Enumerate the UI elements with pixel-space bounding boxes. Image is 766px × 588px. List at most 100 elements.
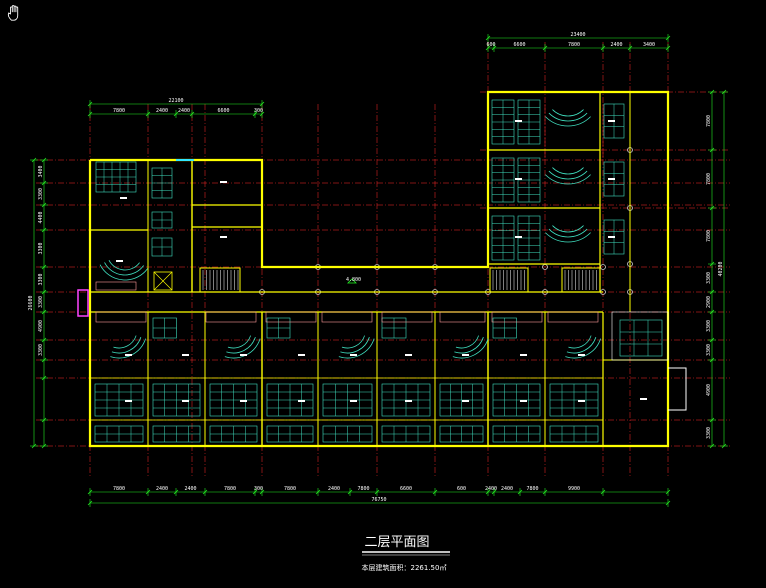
dimension-label: 3300 <box>38 242 44 254</box>
curved-seating <box>99 259 148 281</box>
floor-area-note: 本层建筑面积：2261.50㎡ <box>362 563 447 572</box>
curved-seating <box>545 167 591 185</box>
dimension-column: 40200 <box>718 89 728 449</box>
partition <box>321 311 373 323</box>
desk-group <box>491 99 515 145</box>
building-walls <box>88 90 687 448</box>
room-label <box>405 354 412 356</box>
desk-group <box>381 317 407 339</box>
dimension-label: 76750 <box>371 497 386 503</box>
desk-group <box>209 383 258 417</box>
desk-group <box>603 161 625 197</box>
desk-group <box>619 319 663 357</box>
room-label <box>116 260 123 262</box>
dimension-label: 7800 <box>706 230 712 242</box>
room-label <box>298 400 305 402</box>
corridor-level-label: 4.800 <box>346 277 361 283</box>
desk-group <box>439 383 484 417</box>
room-label <box>350 354 357 356</box>
desk-group <box>151 211 173 229</box>
dimension-label: 3300 <box>706 427 712 439</box>
desk-group <box>209 425 258 443</box>
desk-group <box>266 383 314 417</box>
axis-grid <box>36 42 730 478</box>
desk-group <box>322 425 373 443</box>
room-label <box>240 400 247 402</box>
dimension-label: 7800 <box>706 115 712 127</box>
room-label <box>578 400 585 402</box>
dimension-label: 3300 <box>38 344 44 356</box>
dimension-label: 7800 <box>113 486 125 492</box>
dimension-label: 2900 <box>706 296 712 308</box>
desk-group <box>549 425 599 443</box>
curved-seating <box>452 335 489 359</box>
room-label <box>120 197 127 199</box>
desk-group <box>439 425 484 443</box>
desk-group <box>492 425 541 443</box>
partition <box>491 311 543 323</box>
dimension-label: 2400 <box>610 42 622 48</box>
dimension-column: 26600 <box>28 157 38 449</box>
dimension-label: 3300 <box>706 344 712 356</box>
elevator-shaft <box>153 271 173 291</box>
desk-group <box>152 425 201 443</box>
dimension-label: 3300 <box>38 273 44 285</box>
desk-group <box>322 383 373 417</box>
dimension-label: 4900 <box>38 320 44 332</box>
dimension-label: 300 <box>254 108 263 114</box>
room-label <box>515 236 522 238</box>
dimension-label: 3400 <box>643 42 655 48</box>
desk-group <box>95 161 137 193</box>
desk-group <box>492 317 517 339</box>
dimension-row: 23400 <box>485 32 671 42</box>
dimension-label: 7800 <box>568 42 580 48</box>
partition <box>205 311 257 323</box>
dimension-label: 40200 <box>718 261 724 276</box>
direction-arrow <box>347 278 357 284</box>
dimension-label: 2400 <box>184 486 196 492</box>
room-label <box>220 236 227 238</box>
furniture-layout <box>94 99 669 443</box>
dimension-label: 9900 <box>568 486 580 492</box>
desk-group <box>266 317 291 339</box>
partition <box>439 311 486 323</box>
room-label <box>640 398 647 400</box>
dimension-label: 6600 <box>217 108 229 114</box>
room-label <box>125 354 132 356</box>
curved-seating <box>338 335 375 359</box>
desk-group <box>492 383 541 417</box>
room-label <box>462 400 469 402</box>
drawing-title: 二层平面图 <box>364 535 429 550</box>
room-label <box>240 354 247 356</box>
hand-pan-icon[interactable] <box>6 4 24 22</box>
dimension-label: 3300 <box>38 188 44 200</box>
dimension-row: 22100 <box>87 98 265 108</box>
desk-group <box>94 425 144 443</box>
dimension-label: 2400 <box>328 486 340 492</box>
dimension-label: 7800 <box>224 486 236 492</box>
dimension-label: 3400 <box>38 165 44 177</box>
dimension-label: 7800 <box>113 108 125 114</box>
dimension-label: 7800 <box>706 173 712 185</box>
curved-seating <box>565 335 602 359</box>
dimension-label: 600 <box>457 486 466 492</box>
dimension-label: 6600 <box>400 486 412 492</box>
dimension-label: 2400 <box>156 486 168 492</box>
partition <box>547 311 599 323</box>
dimension-label: 3300 <box>706 320 712 332</box>
desk-group <box>266 425 314 443</box>
room-label <box>608 178 615 180</box>
curved-seating <box>545 225 591 243</box>
stairs <box>199 267 601 293</box>
room-label <box>125 400 132 402</box>
room-label <box>462 354 469 356</box>
dimension-label: 26600 <box>28 295 34 310</box>
room-label <box>515 178 522 180</box>
toilet-room <box>611 311 669 361</box>
